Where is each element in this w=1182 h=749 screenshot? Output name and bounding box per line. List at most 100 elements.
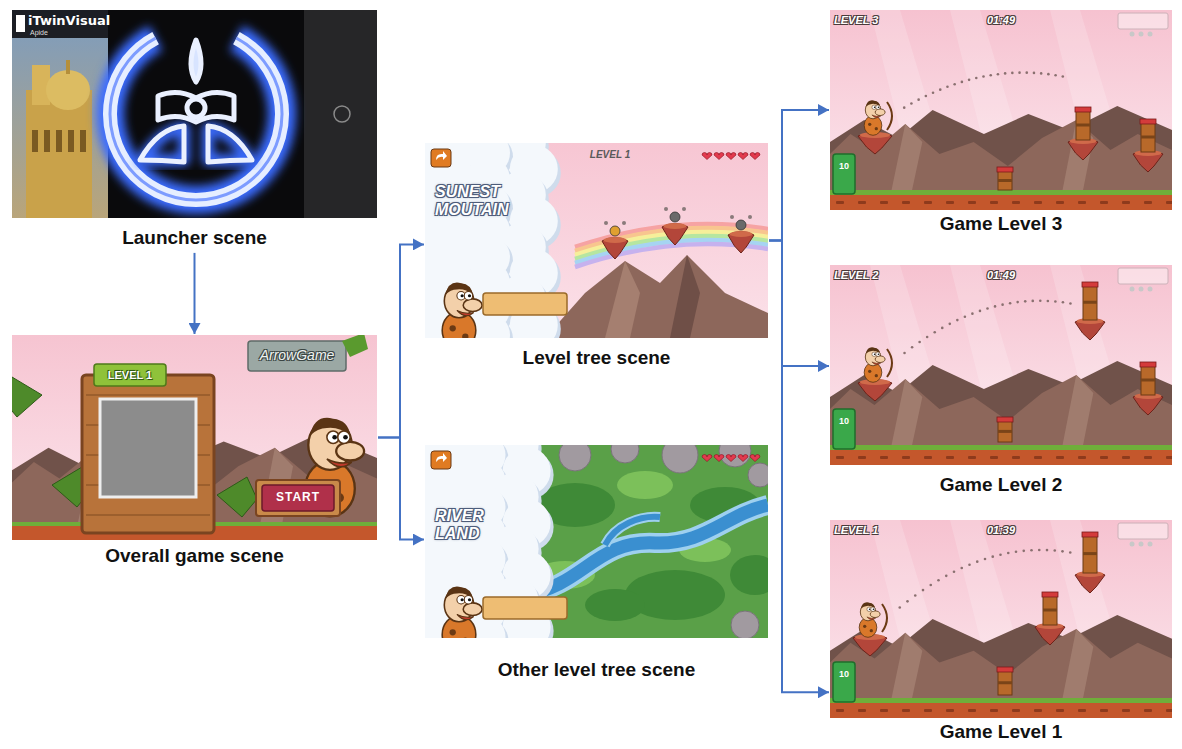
dirt	[830, 195, 1172, 210]
target-post	[998, 670, 1012, 695]
flow-arrow	[378, 438, 424, 540]
eye	[464, 292, 472, 300]
fur-spot	[462, 334, 468, 338]
eye	[876, 105, 880, 109]
target-post	[998, 420, 1012, 442]
map-rock	[731, 611, 759, 638]
heart-shape	[714, 153, 724, 160]
post-band	[998, 430, 1012, 433]
start-button	[262, 485, 334, 511]
dirt-stone	[946, 201, 954, 204]
post-band	[1043, 609, 1057, 612]
screen-text: 01:49	[987, 14, 1015, 26]
palm-leaf	[12, 377, 42, 417]
scene-caption: Game Level 2	[940, 475, 1063, 496]
aim-dot	[918, 341, 921, 344]
flow-arrow	[769, 241, 829, 693]
rock-top	[729, 231, 752, 237]
aim-dot	[1025, 71, 1028, 74]
aim-dot	[986, 307, 989, 310]
map-rock	[611, 445, 639, 463]
dirt-stone	[1078, 709, 1086, 712]
front-mountains	[830, 629, 1172, 698]
caveman-nose	[463, 603, 482, 616]
map-rock	[662, 445, 698, 473]
aim-dot	[1015, 550, 1018, 553]
aim-dot	[968, 79, 971, 82]
screenshot-art	[425, 143, 768, 338]
aim-dot	[994, 305, 997, 308]
aim-dot	[953, 570, 956, 573]
screenshot-art	[12, 10, 377, 218]
eye	[464, 596, 472, 604]
aim-dot	[991, 555, 994, 558]
post-cap	[1082, 532, 1098, 537]
frame-clip	[425, 445, 768, 638]
aim-dot	[1054, 74, 1057, 77]
aim-dot	[948, 323, 951, 326]
aim-dot	[932, 91, 935, 94]
screen-text: LEVEL 2	[834, 269, 878, 281]
aim-dot	[1011, 72, 1014, 75]
status-dot	[1139, 287, 1144, 292]
status-box	[1118, 268, 1168, 284]
dirt-stone	[1012, 709, 1020, 712]
floating-rock	[1075, 572, 1105, 594]
fur-spot	[875, 374, 878, 377]
mouth	[327, 459, 352, 467]
aim-dot	[910, 102, 913, 105]
dirt-stone	[1100, 201, 1108, 204]
caveman-figure	[864, 100, 885, 135]
screenshot-panel: Overall game sceneLEVEL 1ArrowGameSTART	[12, 335, 377, 540]
heart-icon	[750, 455, 760, 462]
dirt-stone	[880, 201, 888, 204]
grass	[830, 190, 1172, 195]
aim-dot	[1033, 72, 1036, 75]
aim-dot	[953, 83, 956, 86]
back-arrow	[436, 453, 447, 462]
caveman-figure	[864, 347, 885, 382]
back-button	[431, 149, 451, 167]
mountain-facet	[605, 261, 640, 338]
screen-text: 10	[839, 417, 849, 427]
pupil	[461, 294, 464, 297]
aim-dot	[903, 106, 906, 109]
level-orb	[670, 212, 680, 222]
aim-dot	[1004, 72, 1007, 75]
dirt-stone	[1100, 709, 1108, 712]
emblem-glow	[142, 128, 250, 160]
title-sign	[248, 341, 346, 371]
eye	[338, 431, 350, 443]
sky	[830, 265, 1172, 465]
aim-dot	[898, 606, 901, 609]
aim-dot	[1007, 552, 1010, 555]
dirt-stone	[1056, 201, 1064, 204]
wood-sign	[483, 293, 567, 315]
scene-caption: Game Level 1	[940, 722, 1063, 743]
status-box	[1118, 523, 1168, 539]
target-post	[998, 170, 1012, 190]
dirt-stone	[1056, 456, 1064, 459]
status-dot	[1130, 542, 1135, 547]
score-box	[833, 662, 855, 702]
dirt-stone	[946, 456, 954, 459]
screen-text: ArrowGame	[260, 348, 335, 363]
dirt	[830, 703, 1172, 718]
heart-shape	[726, 153, 736, 160]
screenshot-panel: Game Level 1LEVEL 101:3910	[830, 520, 1172, 718]
screen-text: LEVEL 1	[590, 149, 630, 160]
aim-dot	[964, 315, 967, 318]
post-cap	[1140, 119, 1156, 124]
caveman-figure	[859, 602, 880, 637]
heart-icon	[714, 153, 724, 160]
wood-grain	[86, 514, 210, 516]
heart-icon	[702, 153, 712, 160]
dirt-stone	[1144, 201, 1152, 204]
heart-shape	[714, 455, 724, 462]
pupil	[468, 294, 471, 297]
aim-dot	[1047, 300, 1050, 303]
orb-dot	[730, 215, 734, 219]
flow-arrow	[769, 110, 829, 241]
floating-rock	[602, 238, 628, 260]
